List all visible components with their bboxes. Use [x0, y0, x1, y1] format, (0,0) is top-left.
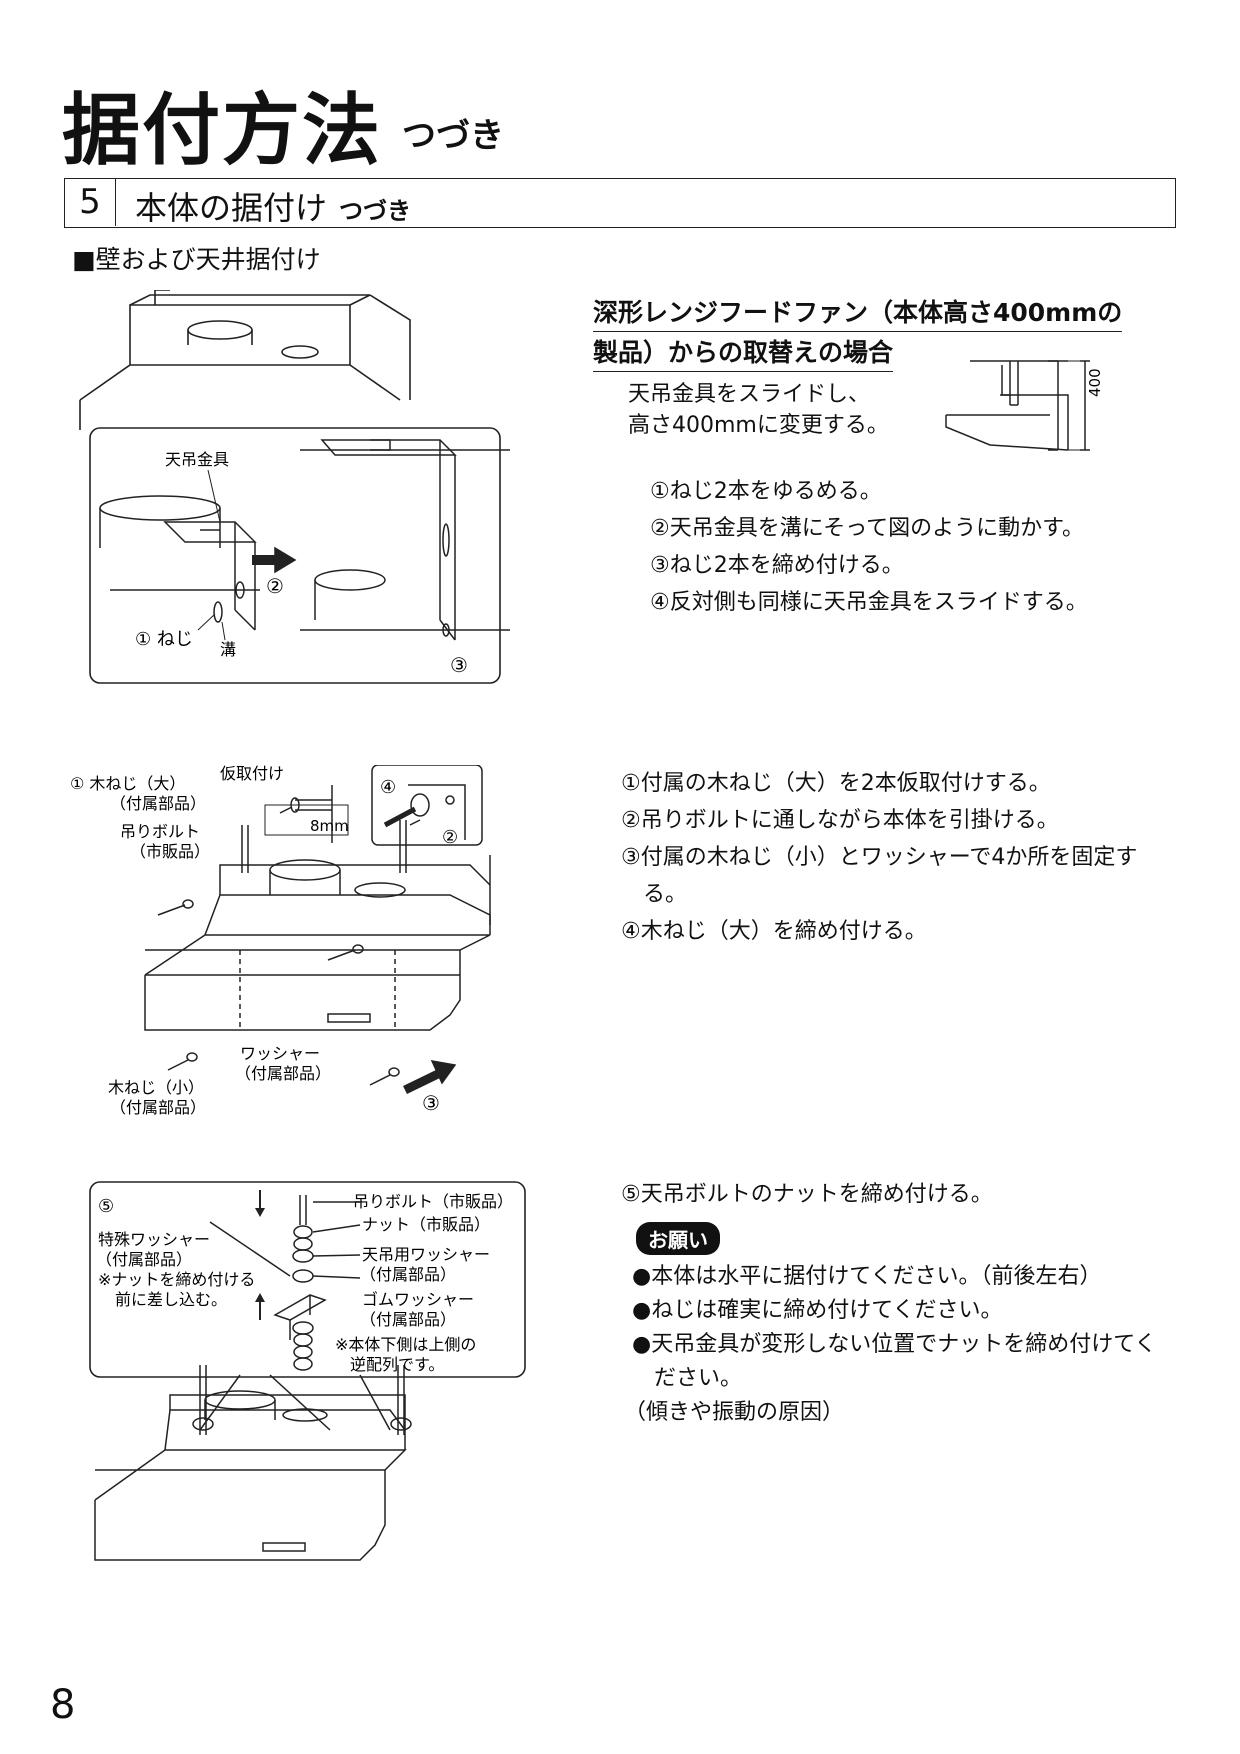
label-step3: ③ [422, 1091, 440, 1115]
section-number: 5 [65, 179, 116, 226]
block2-step-4: ④木ねじ（大）を締め付ける。 [621, 919, 927, 944]
label-step3: ③ [450, 653, 468, 677]
block2-step-3-cont: る。 [643, 882, 688, 907]
label-bracket: 天吊金具 [165, 450, 229, 469]
bullet-note: （傾きや振動の原因） [624, 1400, 845, 1425]
label-hanging-bolt-1: 吊りボルト [120, 822, 200, 841]
section-title: 本体の据付けつづき [135, 183, 411, 229]
label-wood-screw-large-1: ① 木ねじ（大） [70, 774, 185, 793]
block2-step-1: ①付属の木ねじ（大）を2本仮取付けする。 [621, 771, 1051, 796]
block1-step-2: ②天吊金具を溝にそって図のように動かす。 [650, 516, 1084, 541]
label-step5: ⑤ [98, 1196, 114, 1217]
label-step4: ④ [380, 777, 396, 798]
hood-mounting-figure: ① 木ねじ（大） （付属部品） 仮取付け 8mm 吊りボルト （市販品） ④ ②… [70, 765, 491, 1117]
section-title-text: 本体の据付け [135, 189, 328, 227]
label-special-washer-2: （付属部品） [96, 1250, 192, 1269]
block1-heading-line2: 製品）からの取替えの場合 [593, 333, 894, 372]
subsection-title: ■壁および天井据付け [72, 245, 321, 274]
label-rubber-washer-2: （付属部品） [360, 1310, 456, 1329]
block1-step-1: ①ねじ2本をゆるめる。 [650, 479, 882, 504]
label-hanging-bolt-2: （市販品） [130, 842, 210, 861]
height-400-diagram: 400 [945, 360, 1104, 451]
label-step2: ② [266, 574, 284, 598]
block1-step-3: ③ねじ2本を締め付ける。 [650, 553, 904, 578]
label-groove: 溝 [220, 640, 236, 659]
label-wood-screw-small-1: 木ねじ（小） [108, 1078, 204, 1097]
label-bottom-note-2: 逆配列です。 [350, 1355, 444, 1374]
zoom-detail-panel [89, 427, 501, 684]
section-title-suffix: つづき [339, 197, 412, 225]
block2-step-2: ②吊りボルトに通しながら本体を引掛ける。 [621, 808, 1059, 833]
bracket-slide-figure: 天吊金具 ② ① ねじ 溝 ③ [79, 290, 510, 684]
request-badge: お願い [636, 1222, 720, 1255]
label-ceiling-washer-2: （付属部品） [360, 1265, 456, 1284]
label-special-washer-3: ※ナットを締め付ける [98, 1270, 255, 1289]
label-wood-screw-small-2: （付属部品） [110, 1098, 206, 1117]
block3-step: ⑤天吊ボルトのナットを締め付ける。 [621, 1182, 993, 1207]
bullet-2: ●ねじは確実に締め付けてください。 [632, 1298, 1003, 1323]
bullet-1: ●本体は水平に据付けてください。（前後左右） [632, 1264, 1102, 1289]
page-number: 8 [50, 1682, 76, 1728]
label-ceiling-washer-1: 天吊用ワッシャー [362, 1245, 490, 1264]
nut-fastening-figure: ⑤ 吊りボルト（市販品） ナット（市販品） 天吊用ワッシャー （付属部品） ゴム… [89, 1181, 526, 1561]
section-header: 5 本体の据付けつづき [64, 178, 1176, 228]
block1-intro-line1: 天吊金具をスライドし、 [628, 382, 871, 407]
bullet-3: ●天吊金具が変形しない位置でナットを締め付けてく [632, 1332, 1157, 1357]
block1-steps: ①ねじ2本をゆるめる。 ②天吊金具を溝にそって図のように動かす。 ③ねじ2本を締… [650, 473, 1088, 621]
label-step2: ② [442, 827, 458, 848]
label-8mm: 8mm [310, 817, 349, 835]
label-screw: ① ねじ [135, 629, 193, 650]
washer-detail-panel [89, 1181, 526, 1378]
bullet-3-cont: ださい。 [654, 1366, 743, 1391]
label-wood-screw-large-2: （付属部品） [110, 794, 206, 813]
page-title: 据付方法 [62, 86, 383, 176]
block1-heading-line1: 深形レンジフードファン（本体高さ400mmの [593, 293, 1123, 332]
block1-intro-line2: 高さ400mmに変更する。 [628, 413, 889, 438]
label-rubber-washer-1: ゴムワッシャー [362, 1290, 474, 1309]
dimension-400: 400 [1086, 368, 1104, 397]
label-washer-1: ワッシャー [240, 1044, 320, 1063]
block3-bullets: ●本体は水平に据付けてください。（前後左右） ●ねじは確実に締め付けてください。… [624, 1260, 1157, 1430]
label-hanging-bolt: 吊りボルト（市販品） [353, 1192, 513, 1211]
block2-step-3: ③付属の木ねじ（小）とワッシャーで4か所を固定す [621, 845, 1138, 870]
page-title-suffix: つづき [402, 116, 504, 156]
label-temp-attach: 仮取付け [220, 765, 284, 783]
label-nut: ナット（市販品） [362, 1215, 490, 1234]
label-washer-2: （付属部品） [235, 1064, 331, 1083]
label-bottom-note-1: ※本体下側は上側の [335, 1335, 476, 1354]
label-special-washer-1: 特殊ワッシャー [98, 1230, 210, 1249]
block2-steps: ①付属の木ねじ（大）を2本仮取付けする。 ②吊りボルトに通しながら本体を引掛ける… [621, 765, 1137, 950]
block1-step-4: ④反対側も同様に天吊金具をスライドする。 [650, 590, 1088, 615]
label-special-washer-4: 前に差し込む。 [115, 1290, 227, 1309]
